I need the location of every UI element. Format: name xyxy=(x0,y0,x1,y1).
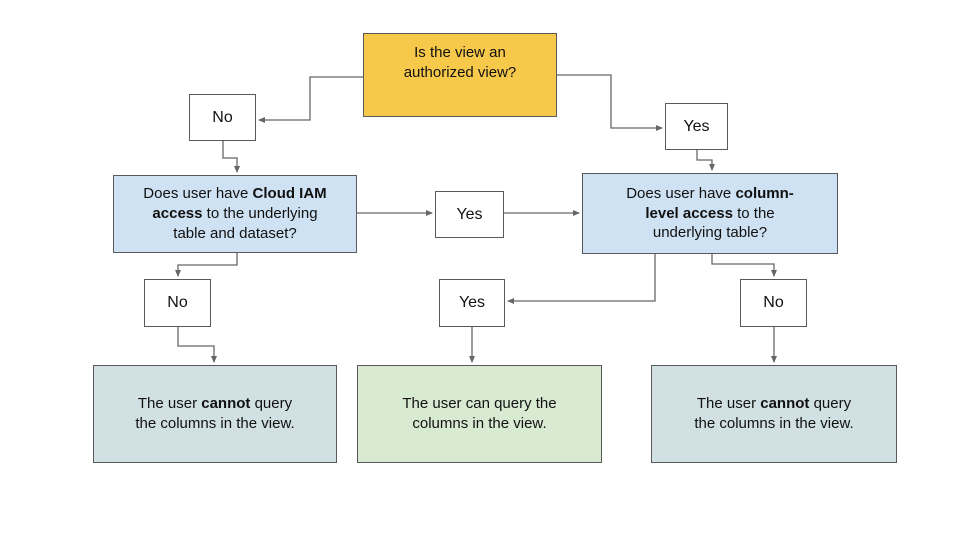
auth-no-label: No xyxy=(212,108,233,126)
iam-no-label: No xyxy=(167,294,188,312)
node-column-question: Does user have column-level access to th… xyxy=(582,173,838,254)
node-iam-no: No xyxy=(144,279,211,327)
column-yes-label: Yes xyxy=(458,294,486,312)
result-right-label: The user cannot query the columns in the… xyxy=(694,395,854,432)
node-iam-yes: Yes xyxy=(435,191,504,238)
root-question-label: Is the view an authorized view? xyxy=(403,44,517,81)
column-no-label: No xyxy=(763,294,784,312)
node-result-can: The user can query the columns in the vi… xyxy=(357,365,602,463)
auth-yes-label: Yes xyxy=(683,117,710,135)
node-root-question: Is the view an authorized view? xyxy=(363,33,557,117)
node-result-cannot-left: The user cannot query the columns in the… xyxy=(93,365,337,463)
node-auth-yes: Yes xyxy=(665,103,728,150)
column-question-label: Does user have column-level access to th… xyxy=(626,184,794,242)
node-column-yes: Yes xyxy=(439,279,505,327)
node-column-no: No xyxy=(740,279,807,327)
iam-yes-label: Yes xyxy=(456,205,483,223)
node-auth-no: No xyxy=(189,94,256,141)
node-result-cannot-right: The user cannot query the columns in the… xyxy=(651,365,897,463)
node-iam-question: Does user have Cloud IAM access to the u… xyxy=(113,175,357,253)
result-left-label: The user cannot query the columns in the… xyxy=(135,395,295,432)
iam-question-label: Does user have Cloud IAM access to the u… xyxy=(143,185,327,242)
result-center-label: The user can query the columns in the vi… xyxy=(402,395,557,432)
